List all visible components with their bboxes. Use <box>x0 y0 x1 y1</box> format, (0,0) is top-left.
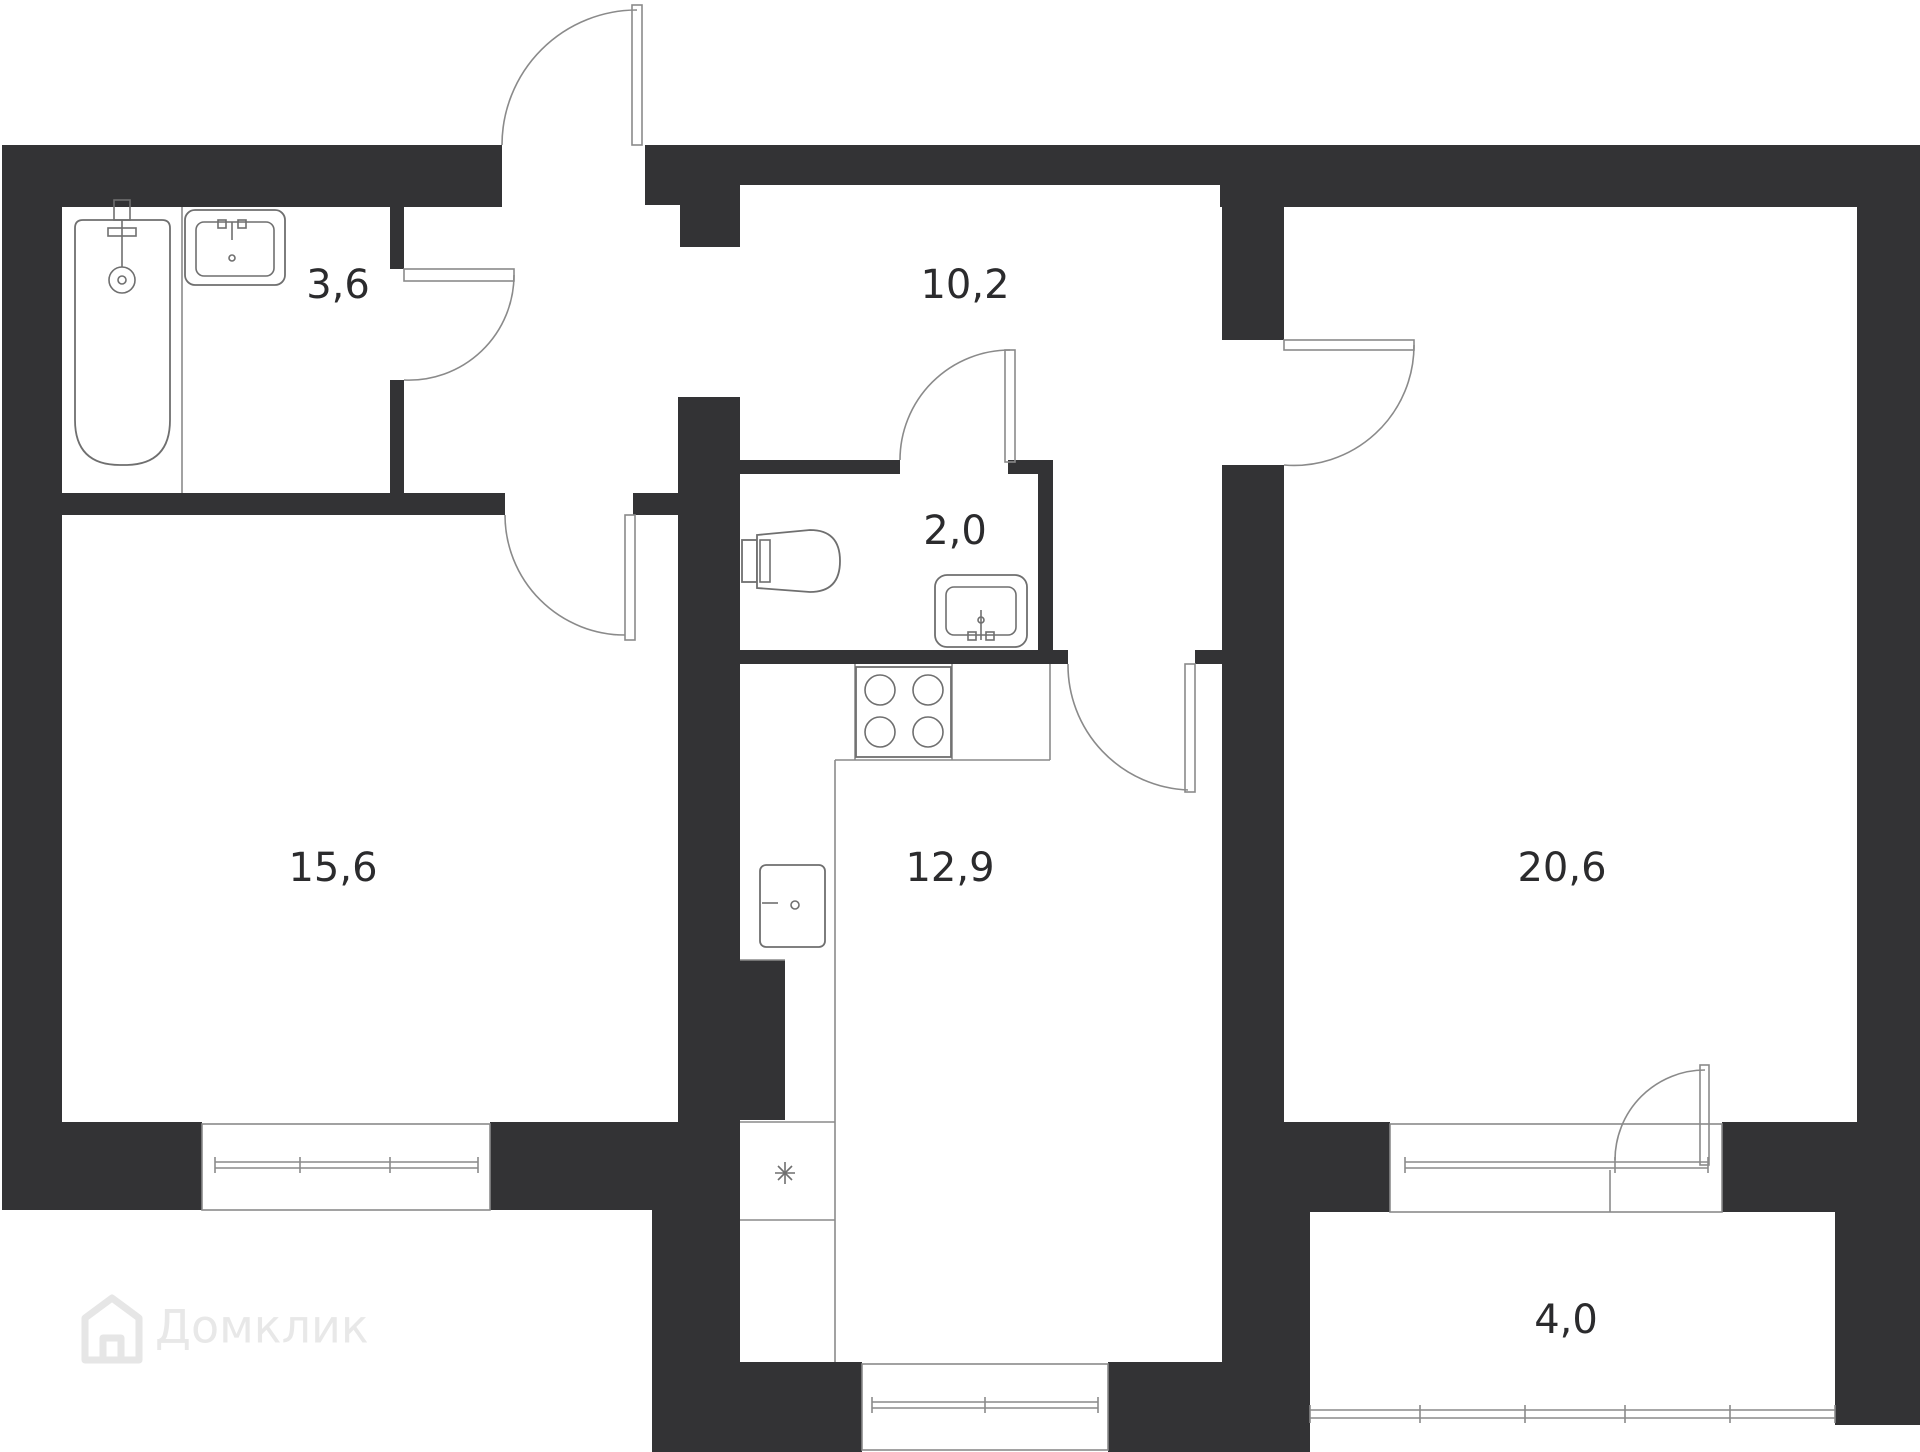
area-label-bedroom: 15,6 <box>288 845 377 891</box>
wall-hall-living-upper <box>1222 185 1284 340</box>
window-bedroom <box>201 1123 491 1211</box>
stove-icon <box>855 666 952 758</box>
wall-balcony-bottom-right <box>1835 1212 1920 1425</box>
watermark-text: Домклик <box>155 1300 369 1354</box>
house-logo-icon <box>81 1294 143 1364</box>
wall-toilet-top <box>740 460 900 474</box>
window-balcony <box>1309 1405 1836 1423</box>
wall-kitchen-hall-stub <box>1195 650 1222 664</box>
wall-toilet-bottom <box>740 650 1068 664</box>
wall-top-stub <box>645 145 680 205</box>
wall-kitchen-bottom-a <box>652 1362 862 1452</box>
bathtub-icon <box>74 199 171 466</box>
area-label-living: 20,6 <box>1517 845 1606 891</box>
area-label-balcony: 4,0 <box>1534 1297 1598 1343</box>
walls <box>2 145 1920 1452</box>
wall-bottom-left-a <box>2 1122 202 1210</box>
kitchen-sink-icon <box>759 864 826 948</box>
area-label-hallway: 10,2 <box>920 262 1009 308</box>
wall-living-bottom-a <box>1222 1122 1390 1212</box>
area-labels: 3,6 10,2 2,0 15,6 12,9 20,6 4,0 <box>288 262 1606 1343</box>
wall-living-top <box>1220 145 1920 207</box>
wall-bedroom-kitchen <box>678 397 740 1222</box>
area-label-toilet: 2,0 <box>923 508 987 554</box>
wall-left <box>2 145 62 1210</box>
door-bathroom <box>403 268 515 381</box>
bathroom-sink-icon <box>184 209 286 286</box>
door-entrance <box>501 4 643 146</box>
door-toilet <box>899 349 1016 463</box>
wall-hall-stub <box>680 185 740 247</box>
wall-bath-bedroom <box>62 493 505 515</box>
wall-living-bottom-b <box>1722 1122 1920 1212</box>
toilet-icon <box>741 529 841 593</box>
watermark: Домклик <box>81 1294 369 1364</box>
door-bedroom <box>504 514 636 641</box>
area-label-kitchen: 12,9 <box>905 845 994 891</box>
wall-top-left <box>2 145 502 207</box>
door-balcony <box>1614 1064 1710 1166</box>
wall-fridge-nook <box>740 960 785 1120</box>
door-kitchen <box>1067 663 1196 793</box>
window-living <box>1389 1123 1723 1213</box>
kitchen-counter <box>740 664 1051 1362</box>
door-living <box>1283 339 1415 467</box>
area-label-bathroom: 3,6 <box>306 262 370 308</box>
toilet-sink-icon <box>934 574 1028 648</box>
wall-toilet-right <box>1038 460 1053 652</box>
doors <box>403 4 1710 1166</box>
snowflake-icon <box>775 1162 795 1184</box>
wall-bedroom-hall-stub <box>633 493 678 515</box>
wall-bath-hall-lower <box>390 380 404 495</box>
window-kitchen <box>861 1363 1109 1451</box>
windows <box>201 1123 1836 1451</box>
wall-bath-hall-upper <box>390 207 404 269</box>
